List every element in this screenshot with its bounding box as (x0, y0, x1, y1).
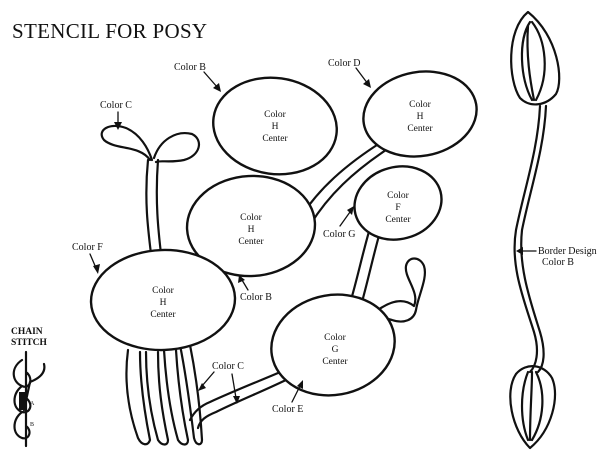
callout-color-b-mid: Color B (240, 292, 272, 303)
arrow-head (233, 396, 240, 404)
leader-color-b-top (203, 71, 219, 89)
page-title: STENCIL FOR POSY (12, 19, 207, 43)
stem-loop-left (145, 158, 164, 264)
flower-label-line: H (417, 112, 424, 122)
chain-stitch-loops (12, 350, 32, 448)
arrow-head (516, 247, 523, 255)
stems (100, 124, 426, 446)
leader-color-d (355, 67, 369, 85)
arrow-head (198, 383, 206, 391)
leader-color-g (339, 211, 351, 227)
arrow-head (114, 122, 122, 130)
arrow-head (213, 83, 221, 92)
leader-color-c-bottom-1 (201, 371, 215, 387)
flower-label-line: Center (238, 237, 264, 247)
chain-stitch-mark-a: A (30, 401, 35, 407)
border-bud-top (510, 10, 561, 106)
callout-color-c-top: Color C (100, 100, 132, 111)
flower-small-right: Color F Center (353, 165, 443, 241)
flower-label-line: Color (240, 213, 262, 223)
callout-color-g: Color G (323, 229, 356, 240)
flower-label-line: Color (152, 286, 174, 296)
arrow-head (238, 275, 245, 283)
callout-color-b-top: Color B (174, 62, 206, 73)
flower-label-line: Color (409, 100, 431, 110)
flower-label-line: Center (150, 310, 176, 320)
border-bud-bottom (509, 365, 557, 450)
flower-top-right: Color H Center (362, 70, 478, 158)
flower-label-line: Color (264, 110, 286, 120)
chain-stitch-fill (19, 392, 27, 410)
callout-color-e: Color E (272, 404, 303, 415)
callout-color-d: Color D (328, 58, 361, 69)
arrow-head (363, 79, 371, 88)
border-design (509, 10, 561, 450)
callout-color-c-bottom: Color C (212, 361, 244, 372)
loop-leaf-right (376, 257, 426, 323)
callout-border-design: Border Design (538, 246, 597, 257)
border-stem (513, 104, 548, 374)
flower-middle: Color H Center (185, 174, 317, 278)
arrow-head (93, 264, 100, 274)
flower-bottom: Color G Center (270, 293, 396, 397)
chain-stitch-label-2: STITCH (11, 338, 48, 348)
flower-label-line: F (395, 203, 400, 213)
flower-label-line: Center (407, 124, 433, 134)
callouts: Color B Color D Color C Color G Color F … (72, 58, 597, 415)
flower-top-center: Color H Center (212, 76, 338, 176)
chain-stitch-label-1: CHAIN (11, 327, 43, 337)
flower-label-line: G (332, 345, 339, 355)
leader-color-b-mid (241, 279, 249, 291)
flower-label-line: H (272, 122, 279, 132)
stem-bundle (125, 343, 204, 446)
flower-label-line: H (248, 225, 255, 235)
border-bud-top-inner (520, 20, 546, 102)
arrow-head (347, 206, 354, 215)
callout-color-f: Color F (72, 242, 103, 253)
leader-color-c-bottom-2 (231, 373, 237, 399)
border-bud-bottom-inner (520, 370, 544, 442)
flower-label-line: Color (324, 333, 346, 343)
flower-label-line: Center (322, 357, 348, 367)
loop-leaf-left (100, 124, 201, 164)
chain-stitch-diagram: CHAIN STITCH A B (11, 327, 48, 448)
flower-label-line: Center (262, 134, 288, 144)
arrow-head (297, 380, 303, 389)
chain-stitch-mark-b: B (30, 422, 34, 428)
flower-label-line: H (160, 298, 167, 308)
flower-label-line: Color (387, 191, 409, 201)
flower-left: Color H Center (89, 248, 237, 352)
leader-color-e (291, 385, 301, 403)
flower-label-line: Center (385, 215, 411, 225)
stem-bottom-left (188, 368, 292, 430)
callout-border-design-color: Color B (542, 257, 574, 268)
